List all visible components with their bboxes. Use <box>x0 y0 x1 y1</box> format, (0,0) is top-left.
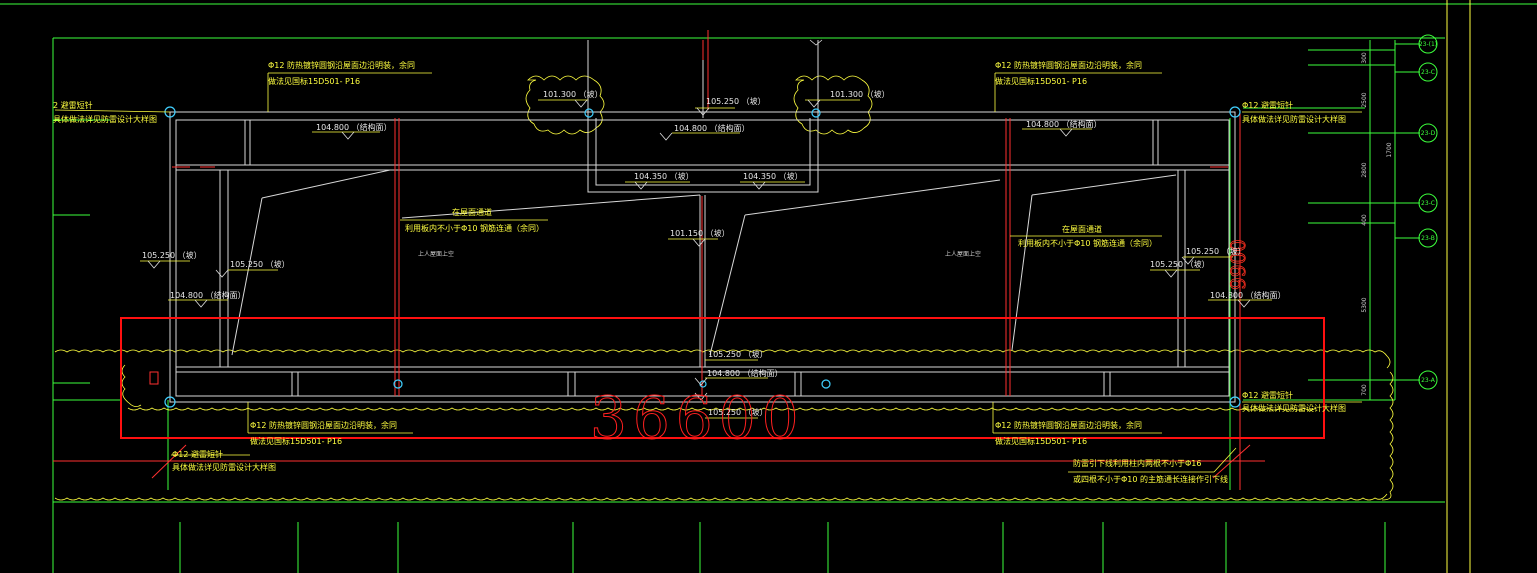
note-text: 防雷引下线利用柱内两根不小于Φ16 <box>1073 458 1201 468</box>
elevation-text: 104.800 （结构面） <box>1026 119 1102 129</box>
elevation-text: 105.250 （坡） <box>1186 246 1246 256</box>
axis-bubble-icon <box>1418 228 1438 248</box>
highlight-box <box>120 317 1325 439</box>
air-terminal-icon <box>811 108 821 118</box>
note-text: 在屋面通道 <box>1062 224 1102 234</box>
dim-text: 5300 <box>1361 297 1368 312</box>
note-text: 做法见国标15D501- P16 <box>995 436 1087 446</box>
elevation-markers <box>147 39 1251 401</box>
air-terminal-icon <box>164 396 176 408</box>
elevation-text: 105.250 （坡） <box>708 349 768 359</box>
note-text: Φ12 防热镀锌圆钢沿屋面边沿明装，余同 <box>268 60 415 70</box>
elevation-text: 101.300 （坡） <box>830 89 890 99</box>
elevation-text: 104.800 （结构面） <box>170 290 246 300</box>
note-text: Φ12 防热镀锌圆钢沿屋面边沿明装，余同 <box>250 420 397 430</box>
revision-clouds <box>54 75 1394 501</box>
dim-text: 300 <box>1361 52 1368 64</box>
elevation-text: 105.250 （坡） <box>142 250 202 260</box>
axis-label: 23-D <box>1421 130 1436 137</box>
note-text: 具体做法详见防雷设计大样图 <box>1242 403 1346 413</box>
elevation-text: 104.350 （坡） <box>743 171 803 181</box>
elevation-text: 101.300 （坡） <box>543 89 603 99</box>
note-text: 利用板内不小于Φ10 钢筋连通（余同） <box>405 223 544 233</box>
elevation-text: 105.250 （坡） <box>706 96 766 106</box>
air-terminal-icon <box>1229 396 1241 408</box>
air-terminal-icon <box>1229 106 1241 118</box>
note-text: 做法见国标15D501- P16 <box>268 76 360 86</box>
elevation-text: 104.800 （结构面） <box>707 368 783 378</box>
axis-label: 23-B <box>1421 235 1435 242</box>
axis-bubble-icon <box>1418 34 1438 54</box>
elevation-text: 105.250 （坡） <box>230 259 290 269</box>
note-text: 上人屋面上空 <box>945 250 981 258</box>
axis-bubble-icon <box>1418 193 1438 213</box>
elevation-text: 101.150 （坡） <box>670 228 730 238</box>
dim-9900-text: 9900 <box>1226 239 1250 290</box>
note-text: 上人屋面上空 <box>418 250 454 258</box>
dim-36600-text: 36600 <box>590 384 805 452</box>
elevation-text: 105.250 （坡） <box>1150 259 1210 269</box>
axis-bubble-icon <box>1418 62 1438 82</box>
air-terminal-icon <box>393 379 403 389</box>
note-text: 利用板内不小于Φ10 钢筋连通（余同） <box>1018 238 1157 248</box>
note-text: 做法见国标15D501- P16 <box>995 76 1087 86</box>
elevation-text: 104.800 （结构面） <box>674 123 750 133</box>
note-text: 2 避雷短针 <box>53 100 93 110</box>
note-text: Φ12 防热镀锌圆钢沿屋面边沿明装，余同 <box>995 420 1142 430</box>
note-text: Φ12 防热镀锌圆钢沿屋面边沿明装，余同 <box>995 60 1142 70</box>
elevation-text: 104.800 （结构面） <box>316 122 392 132</box>
note-text: 在屋面通道 <box>452 207 492 217</box>
axis-bubble-icon <box>1418 370 1438 390</box>
note-text: Φ12 避雷短针 <box>1242 100 1293 110</box>
elevation-text: 104.800 （结构面） <box>1210 290 1286 300</box>
lightning-conductors <box>53 30 1265 490</box>
dim-text: 400 <box>1361 214 1368 226</box>
air-terminal-icon <box>821 379 831 389</box>
note-text: 具体做法详见防雷设计大样图 <box>172 462 276 472</box>
air-terminal-icon <box>584 108 594 118</box>
note-text: 或四根不小于Φ10 的主筋通长连接作引下线 <box>1073 474 1228 484</box>
axis-label: 23-(1) <box>1419 41 1437 48</box>
axis-label: 23-C <box>1421 69 1435 76</box>
axis-bubble-icon <box>1418 123 1438 143</box>
elevation-text: 104.350 （坡） <box>634 171 694 181</box>
dim-text: 700 <box>1361 384 1368 396</box>
dim-text: 1700 <box>1386 142 1393 157</box>
right-dimension-column: 23-(1) 23-C 23-D 23-C 23-B 23-A 300 2500… <box>1308 34 1438 401</box>
note-text: Φ12 避雷短针 <box>1242 390 1293 400</box>
dim-text: 2800 <box>1361 162 1368 177</box>
note-text: 具体做法详见防雷设计大样图 <box>1242 114 1346 124</box>
dim-text: 2500 <box>1361 92 1368 107</box>
axis-label: 23-C <box>1421 200 1435 207</box>
note-text: 做法见国标15D501- P16 <box>250 436 342 446</box>
note-text: 具体做法详见防雷设计大样图 <box>53 114 157 124</box>
axis-label: 23-A <box>1421 377 1436 384</box>
elevation-text: 105.250 （坡） <box>708 407 768 417</box>
green-ticks <box>167 107 1365 490</box>
note-text: Φ12 避雷短针 <box>172 449 223 459</box>
